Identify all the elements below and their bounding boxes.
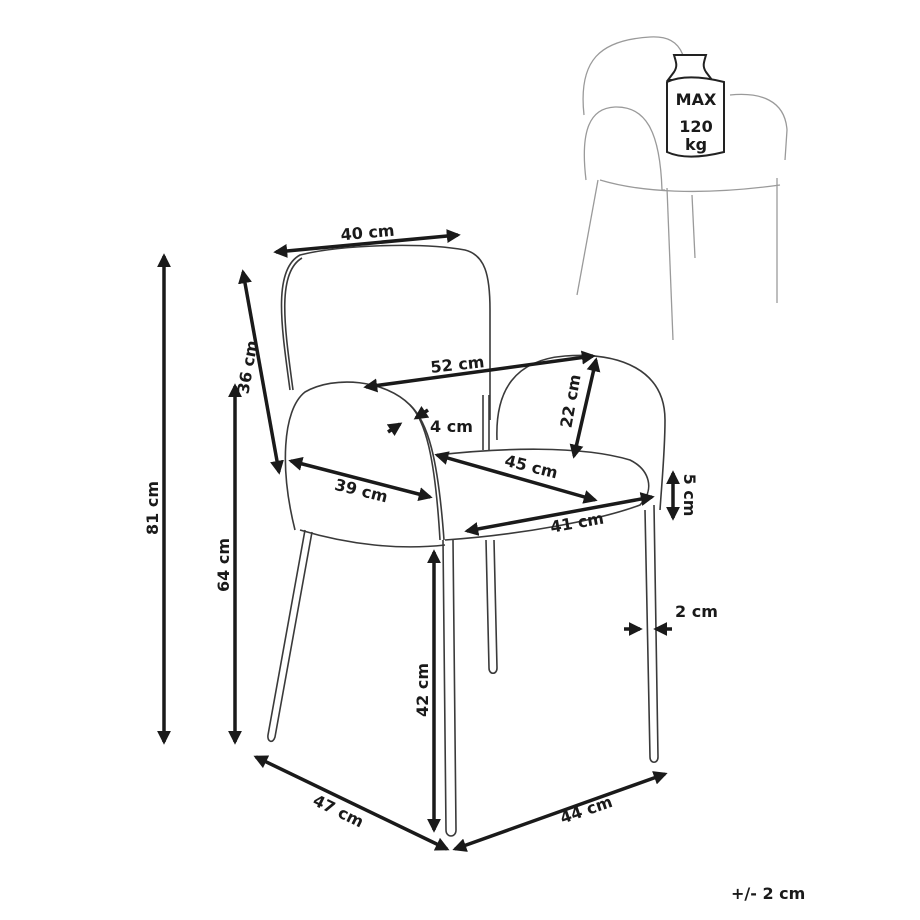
max-load-weight-icon: MAX 120 kg (666, 54, 725, 158)
svg-text:44 cm: 44 cm (558, 792, 615, 828)
max-load-label: MAX (676, 90, 717, 109)
svg-text:4 cm: 4 cm (430, 417, 473, 436)
svg-text:5 cm: 5 cm (680, 474, 699, 517)
dimension-backrest-width: 40 cm (273, 221, 461, 258)
dimension-width: 44 cm (452, 771, 668, 852)
tolerance-note: +/- 2 cm (731, 884, 806, 903)
dimension-leg-diameter: 2 cm (624, 602, 718, 636)
svg-text:2 cm: 2 cm (675, 602, 718, 621)
svg-text:42 cm: 42 cm (413, 663, 432, 717)
dimension-seat-width: 41 cm (464, 492, 655, 537)
main-chair (267, 244, 666, 837)
dimension-seat-thickness: 5 cm (666, 470, 699, 521)
dimension-seat-depth: 45 cm (434, 451, 598, 504)
dimension-armrest-thickness: 4 cm (386, 405, 473, 437)
dimension-armrest-depth: 39 cm (288, 457, 433, 506)
dimension-depth: 47 cm (253, 755, 450, 851)
svg-text:40 cm: 40 cm (340, 221, 395, 245)
dimension-seat-height: 42 cm (413, 549, 441, 833)
max-load-value: 120 (679, 117, 712, 136)
svg-text:64 cm: 64 cm (214, 538, 233, 592)
dimension-total-height: 81 cm (143, 253, 171, 745)
svg-text:36 cm: 36 cm (234, 339, 262, 395)
svg-text:81 cm: 81 cm (143, 481, 162, 535)
max-load-unit: kg (685, 135, 707, 154)
dimension-backrest-height: 36 cm (234, 269, 284, 475)
dimension-armrest-span: 52 cm (363, 350, 596, 393)
dimension-armrest-height: 64 cm (214, 383, 242, 745)
dimension-armrest-panel-height: 22 cm (557, 357, 601, 459)
